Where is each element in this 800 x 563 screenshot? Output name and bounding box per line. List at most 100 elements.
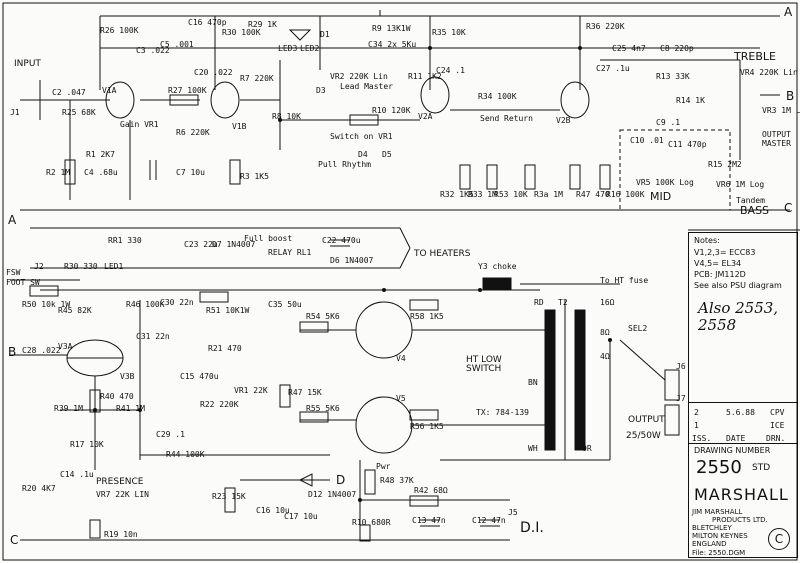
label-r30: R30 100K <box>222 28 261 37</box>
label-gain: Gain VR1 <box>120 120 159 129</box>
label-vr3: VR3 1M Log <box>762 106 800 115</box>
label-relay: RELAY RL1 <box>268 248 312 257</box>
company-line: ENGLAND <box>692 540 727 548</box>
connector-b-right: B <box>786 89 795 103</box>
label-d6: D6 1N4007 <box>330 256 374 265</box>
label-t2: T2 <box>558 298 568 307</box>
label-c23: C23 22u <box>184 240 218 249</box>
drawing-number: 2550 <box>696 457 742 478</box>
resistor-r58 <box>409 299 439 311</box>
label-footsw: FOOT SW <box>6 278 40 287</box>
resistor-r48 <box>364 469 376 495</box>
label-r48: R48 37K <box>380 476 414 485</box>
label-r42: R42 68Ω <box>414 486 448 495</box>
label-sel2: SEL2 <box>628 324 648 333</box>
label-j1: J1 <box>10 108 20 117</box>
label-vr5: VR5 100K Log <box>636 178 694 187</box>
company-line: JIM MARSHALL <box>692 508 743 516</box>
label-vr2: VR2 220K Lin <box>330 72 388 81</box>
label-c28: C28 .022 <box>22 346 61 355</box>
label-r3a: R3a 1M <box>534 190 563 199</box>
label-r55: R55 5K6 <box>306 404 340 413</box>
resistor-r56 <box>409 409 439 421</box>
tube-label-v2a: V2A <box>418 112 433 121</box>
label-d5: D5 <box>382 150 392 159</box>
label-r20: R20 4K7 <box>22 484 56 493</box>
label-mid: MID <box>650 190 672 203</box>
rev-header-drn: DRN. <box>766 434 786 443</box>
label-c27: C27 .1u <box>596 64 630 73</box>
label-c16: C16 470p <box>188 18 227 27</box>
connector-b-left: B <box>8 345 17 359</box>
resistor-r16 <box>599 164 611 190</box>
label-switch-on-vr1: Switch on VR1 <box>330 132 393 141</box>
label-bn: BN <box>528 378 538 387</box>
resistor-r23 <box>224 487 236 513</box>
jack-j7 <box>664 404 680 436</box>
company-line: PRODUCTS LTD. <box>712 516 768 524</box>
tube-label-v2b: V2B <box>556 116 571 125</box>
label-r26: R26 100K <box>100 26 139 35</box>
resistor-r2 <box>64 159 76 185</box>
label-r11: R11 1K2 <box>408 72 442 81</box>
label-pwr: Pwr <box>376 462 391 471</box>
rev-issue: 1 <box>694 421 699 430</box>
label-output: OUTPUT <box>628 415 665 425</box>
label-c29: C29 .1 <box>156 430 185 439</box>
label-d1: D1 <box>320 30 330 39</box>
label-r1: R1 2K7 <box>86 150 115 159</box>
label-output-master: OUTPUT MASTER <box>762 130 791 148</box>
label-c15: C15 470u <box>180 372 219 381</box>
label-r54: R54 5K6 <box>306 312 340 321</box>
rev-issue: 2 <box>694 408 699 417</box>
notes-heading: Notes: <box>694 236 720 245</box>
rev-header-iss: ISS. <box>692 434 712 443</box>
label-pull-rhythm: Pull Rhythm <box>318 160 371 169</box>
connector-a-left: A <box>8 213 17 227</box>
tube-label-v1a: V1A <box>102 86 117 95</box>
note-line: V4,5= EL34 <box>694 259 742 268</box>
label-ht-low-switch: HT LOW SWITCH <box>466 355 502 374</box>
label-c30: C30 22n <box>160 298 194 307</box>
label-led1: LED1 <box>104 262 124 271</box>
revision-table <box>688 402 798 444</box>
resistor-r42 <box>409 495 439 507</box>
choke-body <box>482 277 512 291</box>
resistor-r10 <box>349 114 379 126</box>
rev-date: 5.6.88 <box>726 408 755 417</box>
label-r19: R19 10n <box>104 530 138 539</box>
label-d7: D7 1N4007 <box>212 240 256 249</box>
label-r36: R36 220K <box>586 22 625 31</box>
label-c17: C17 10u <box>284 512 318 521</box>
label-c9b: C9 .1 <box>656 118 681 127</box>
label-r2: R2 1M <box>46 168 71 177</box>
brand-name: MARSHALL <box>694 485 789 504</box>
label-r47b: R47 15K <box>288 388 322 397</box>
label-r8: R8 10K <box>272 112 301 121</box>
label-r44: R44 100K <box>166 450 205 459</box>
label-vr1b: VR1 22K <box>234 386 268 395</box>
label-fsw: FSW <box>6 268 21 277</box>
label-r13: R13 33K <box>656 72 690 81</box>
label-r15: R15 2M2 <box>708 160 742 169</box>
label-r32: R32 1K5 <box>440 190 474 199</box>
tube-label-v3a: V3A <box>58 342 73 351</box>
resistor-r51 <box>199 291 229 303</box>
jack-j6 <box>664 369 680 401</box>
label-c22: C22 470u <box>322 236 361 245</box>
note-line: See also PSU diagram <box>694 281 782 290</box>
tube-label-v4: V4 <box>396 354 406 363</box>
resistor-r10b <box>359 524 371 542</box>
ot-core-left <box>544 309 556 451</box>
label-di: D.I. <box>520 520 544 536</box>
label-tap4: 4Ω <box>600 352 610 361</box>
label-r58: R58 1K5 <box>410 312 444 321</box>
label-tx: TX: 784-139 <box>476 408 529 417</box>
label-c8: C8 220p <box>660 44 694 53</box>
label-r33: R33 1M <box>468 190 497 199</box>
label-c35: C35 50u <box>268 300 302 309</box>
label-c4: C4 .68u <box>84 168 118 177</box>
tube-label-v3b: V3B <box>120 372 135 381</box>
resistor-r3a <box>524 164 536 190</box>
